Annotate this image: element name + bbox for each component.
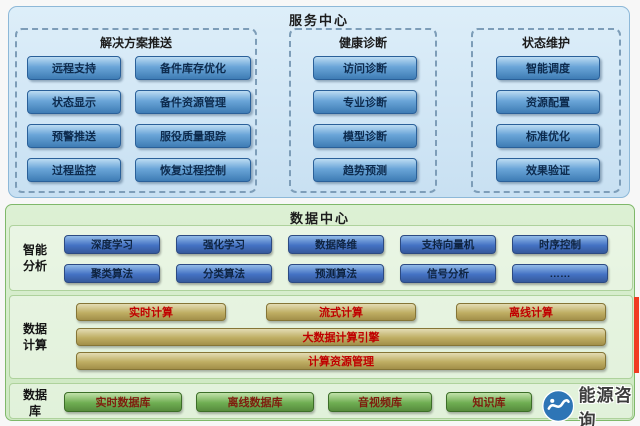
- btn-offline-database: 离线数据库: [196, 392, 314, 412]
- btn-status-display: 状态显示: [27, 90, 121, 114]
- status-maintenance-group: 状态维护 智能调度 资源配置 标准优化 效果验证: [471, 28, 621, 193]
- btn-audio-video-library: 音视频库: [328, 392, 432, 412]
- data-computing-row: 数据 计算 实时计算 流式计算 离线计算 大数据计算引擎 计算资源管理: [9, 295, 633, 379]
- btn-deep-learning: 深度学习: [64, 235, 160, 254]
- health-diagnosis-header: 健康诊断: [338, 36, 387, 50]
- btn-more-ellipsis: ……: [512, 264, 608, 283]
- btn-clustering-algorithm: 聚类算法: [64, 264, 160, 283]
- btn-intelligent-scheduling: 智能调度: [496, 56, 600, 80]
- btn-remote-support: 远程支持: [27, 56, 121, 80]
- btn-compute-resource-management: 计算资源管理: [76, 352, 606, 370]
- btn-support-vector-machine: 支持向量机: [400, 235, 496, 254]
- btn-prediction-algorithm: 预测算法: [288, 264, 384, 283]
- btn-spare-inventory-optimization: 备件库存优化: [135, 56, 251, 80]
- btn-stream-computing: 流式计算: [266, 303, 416, 321]
- btn-knowledge-base: 知识库: [446, 392, 532, 412]
- solution-push-group: 解决方案推送 远程支持 状态显示 预警推送 过程监控 备件库存优化 备件资源管理…: [15, 28, 257, 193]
- btn-realtime-database: 实时数据库: [64, 392, 182, 412]
- btn-access-diagnosis: 访问诊断: [313, 56, 417, 80]
- energy-consulting-logo-icon: [542, 389, 575, 423]
- data-center-title: 数据中心: [289, 211, 350, 226]
- btn-effect-verification: 效果验证: [496, 158, 600, 182]
- btn-bigdata-compute-engine: 大数据计算引擎: [76, 328, 606, 346]
- energy-consulting-watermark: 能源咨询: [542, 381, 640, 426]
- btn-expert-diagnosis: 专业诊断: [313, 90, 417, 114]
- intelligent-analysis-label: 智能 分析: [22, 243, 47, 273]
- btn-realtime-computing: 实时计算: [76, 303, 226, 321]
- btn-spare-resource-management: 备件资源管理: [135, 90, 251, 114]
- btn-standard-optimization: 标准优化: [496, 124, 600, 148]
- btn-process-monitoring: 过程监控: [27, 158, 121, 182]
- data-center-panel: 数据中心 智能 分析 深度学习 强化学习 数据降维 支持向量机 时序控制 聚类算…: [5, 204, 635, 421]
- btn-model-diagnosis: 模型诊断: [313, 124, 417, 148]
- service-center-title: 服务中心: [288, 13, 349, 28]
- watermark-text: 能源咨询: [578, 386, 633, 426]
- btn-dimensionality-reduction: 数据降维: [288, 235, 384, 254]
- btn-trend-prediction: 趋势预测: [313, 158, 417, 182]
- btn-resource-allocation: 资源配置: [496, 90, 600, 114]
- intelligent-analysis-row: 智能 分析 深度学习 强化学习 数据降维 支持向量机 时序控制 聚类算法 分类算…: [9, 225, 633, 291]
- btn-recovery-process-control: 恢复过程控制: [135, 158, 251, 182]
- health-diagnosis-group: 健康诊断 访问诊断 专业诊断 模型诊断 趋势预测: [289, 28, 437, 193]
- service-center-panel: 服务中心 解决方案推送 远程支持 状态显示 预警推送 过程监控 备件库存优化 备…: [8, 6, 630, 198]
- database-label: 数据 库: [22, 388, 47, 418]
- btn-time-series-control: 时序控制: [512, 235, 608, 254]
- red-edge-marker: [634, 297, 639, 373]
- btn-service-quality-tracking: 服役质量跟踪: [135, 124, 251, 148]
- database-row: 数据 库 实时数据库 离线数据库 音视频库 知识库: [9, 383, 633, 419]
- status-maintenance-header: 状态维护: [521, 36, 570, 50]
- btn-signal-analysis: 信号分析: [400, 264, 496, 283]
- btn-reinforcement-learning: 强化学习: [176, 235, 272, 254]
- solution-push-header: 解决方案推送: [99, 36, 172, 50]
- data-computing-label: 数据 计算: [22, 322, 47, 352]
- btn-alert-push: 预警推送: [27, 124, 121, 148]
- btn-offline-computing: 离线计算: [456, 303, 606, 321]
- btn-classification-algorithm: 分类算法: [176, 264, 272, 283]
